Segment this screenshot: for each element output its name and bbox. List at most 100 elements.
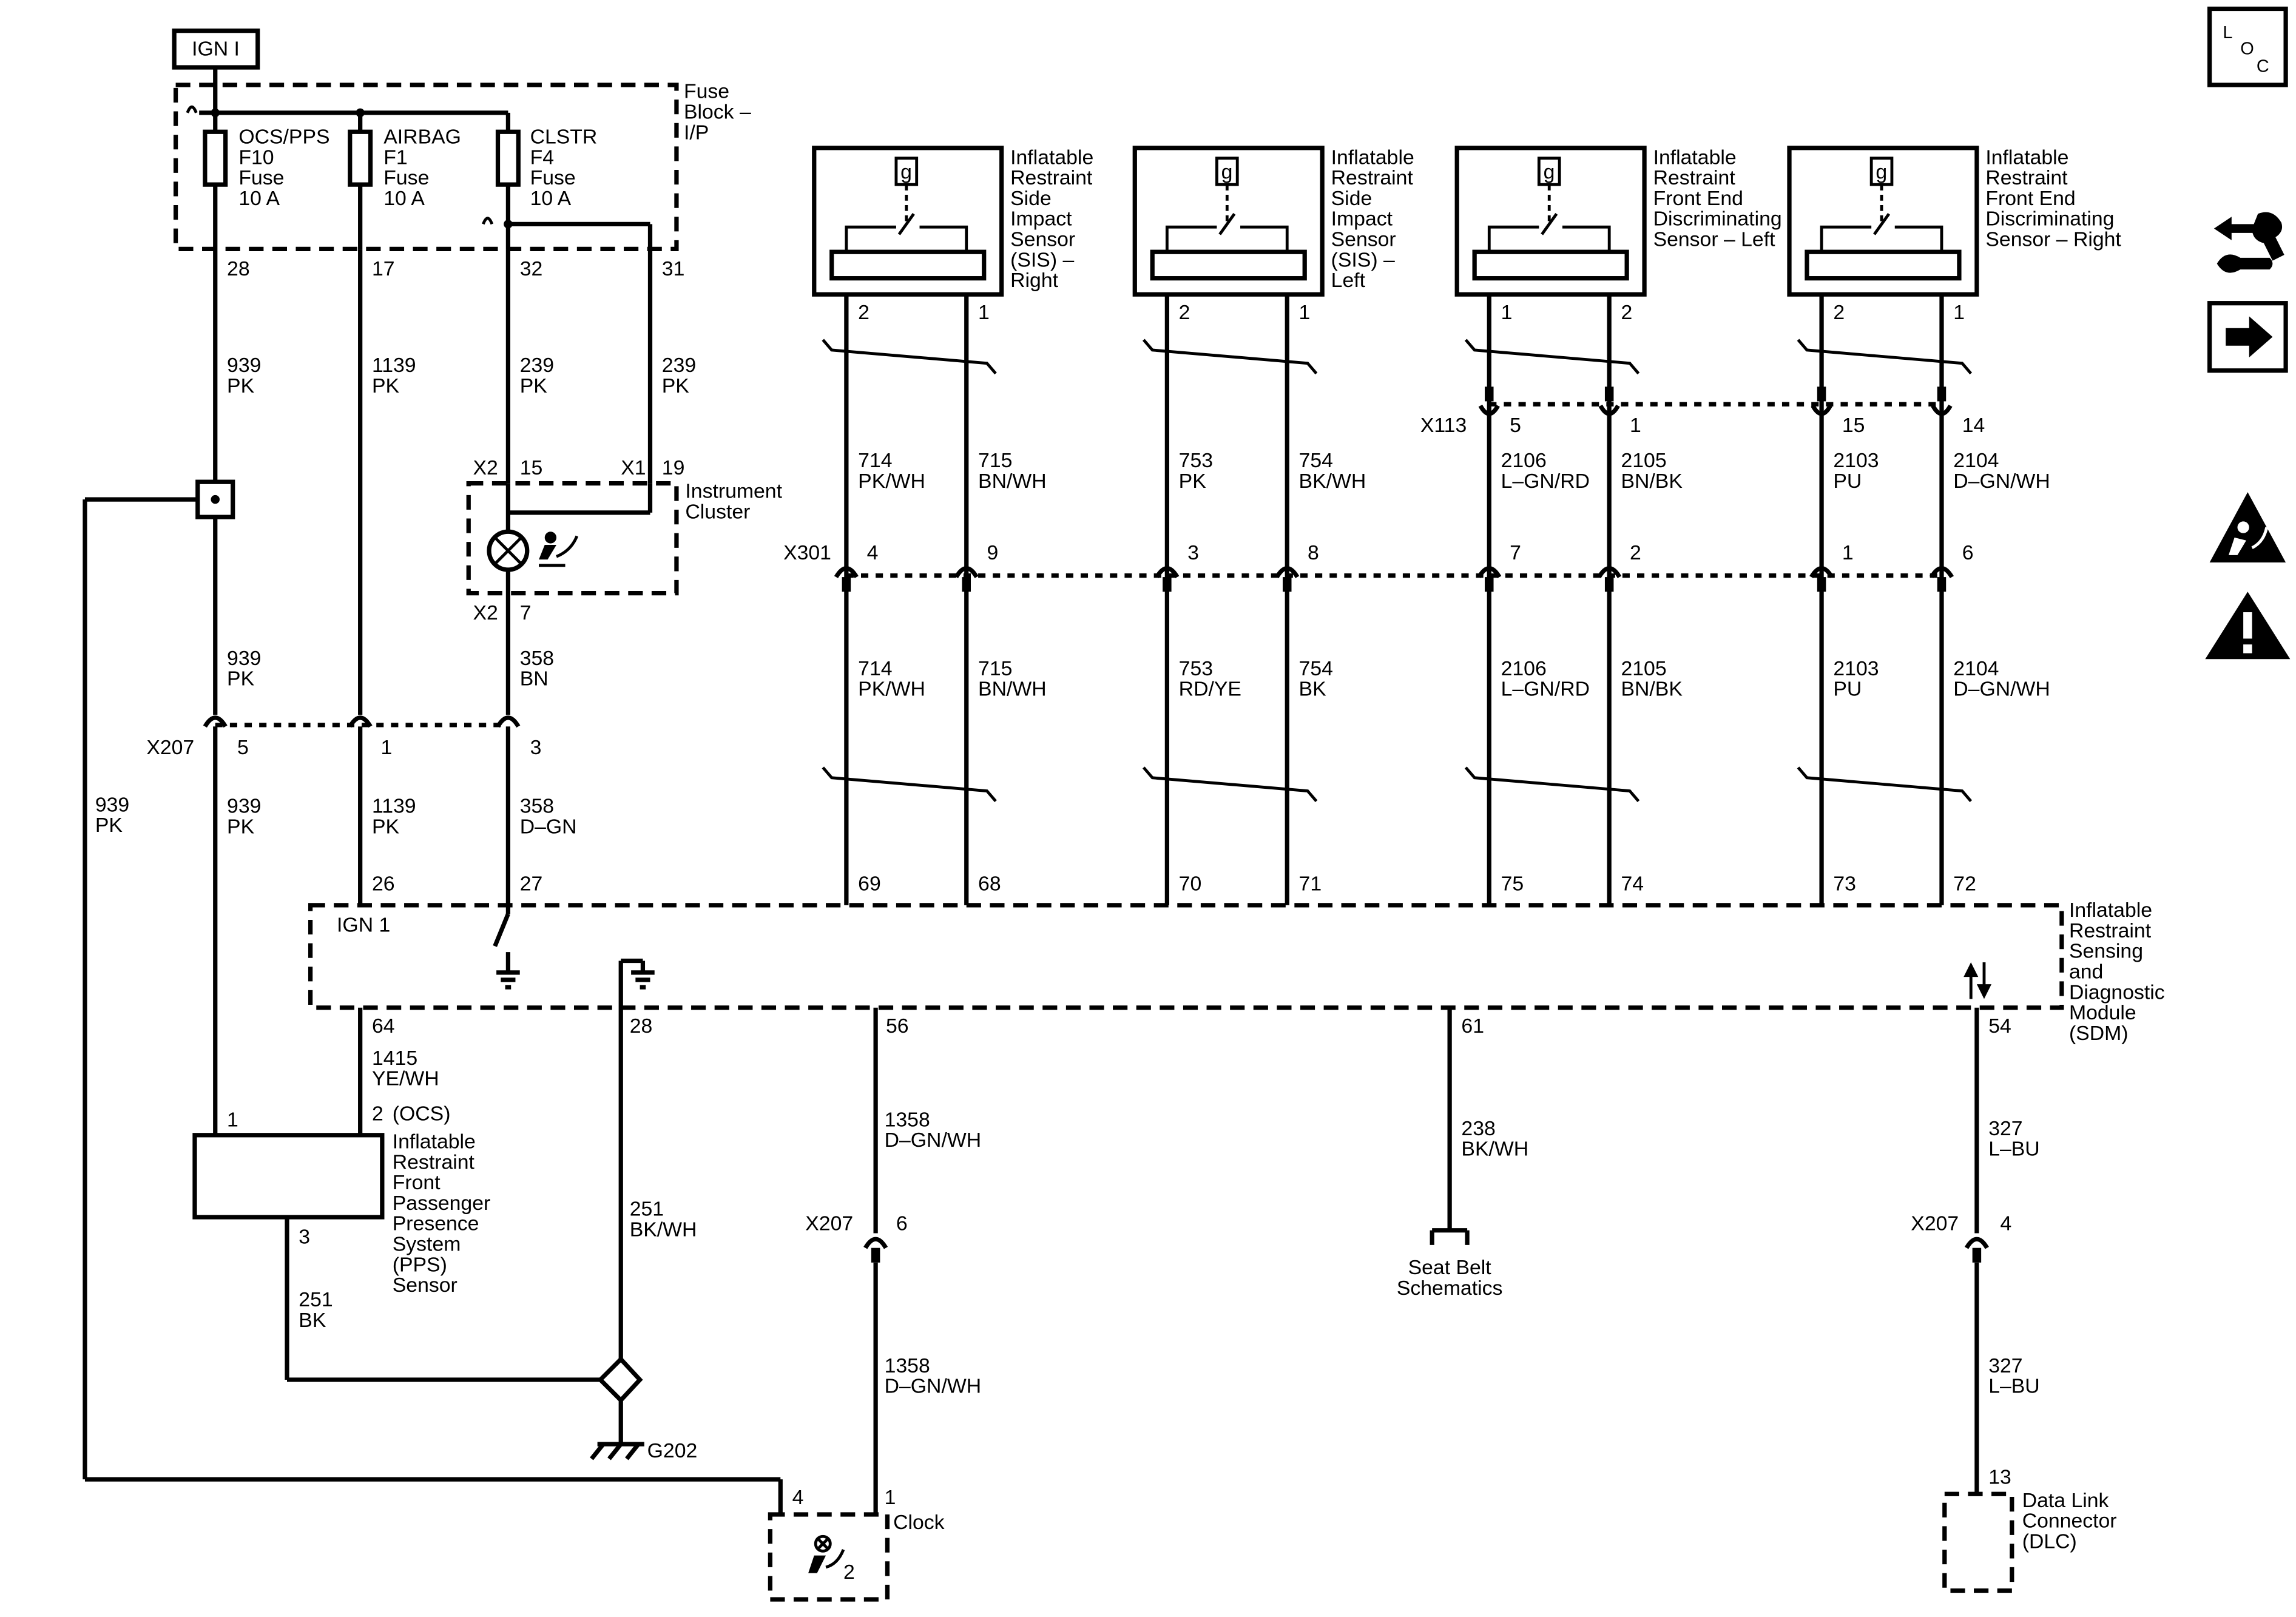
loc-icon[interactable]: L O C (2207, 6, 2288, 87)
svg-text:Inflatable: Inflatable (2069, 899, 2152, 922)
svg-text:17: 17 (372, 257, 395, 280)
svg-text:g: g (1876, 160, 1887, 183)
svg-text:27: 27 (520, 873, 543, 896)
svg-text:6: 6 (896, 1212, 908, 1235)
svg-text:YE/WH: YE/WH (372, 1067, 439, 1090)
svg-text:Instrument: Instrument (685, 480, 782, 503)
svg-text:2103: 2103 (1833, 449, 1879, 472)
svg-text:Passenger: Passenger (393, 1192, 490, 1215)
svg-text:PK: PK (227, 374, 255, 397)
svg-text:72: 72 (1953, 873, 1976, 896)
svg-text:Front End: Front End (1653, 187, 1743, 210)
svg-text:239: 239 (662, 354, 696, 377)
ground-g202: 251 BK/WH G202 (590, 1198, 698, 1462)
svg-text:Side: Side (1010, 187, 1052, 210)
svg-text:2106: 2106 (1501, 657, 1547, 680)
svg-text:BN: BN (520, 667, 549, 690)
svg-text:IGN 1: IGN 1 (337, 913, 390, 936)
svg-text:G202: G202 (647, 1439, 698, 1462)
svg-text:RD/YE: RD/YE (1179, 678, 1241, 701)
connector-tools-icon[interactable] (2213, 212, 2284, 273)
upper-wire-labels: 939 PK (227, 647, 261, 690)
svg-text:Schematics: Schematics (1397, 1277, 1503, 1300)
svg-text:10 A: 10 A (238, 187, 280, 210)
svg-text:(SDM): (SDM) (2069, 1022, 2129, 1045)
svg-text:7: 7 (520, 601, 532, 624)
svg-text:6: 6 (1962, 541, 1974, 564)
sis-left-sensor: g Inflatable Restraint Side Impact Senso… (1132, 146, 1414, 905)
svg-text:X207: X207 (1911, 1212, 1959, 1235)
svg-text:10 A: 10 A (383, 187, 425, 210)
svg-text:14: 14 (1962, 414, 1985, 437)
svg-text:Restraint: Restraint (1985, 166, 2068, 189)
svg-text:Impact: Impact (1010, 208, 1072, 231)
svg-text:CLSTR: CLSTR (530, 126, 598, 149)
svg-text:1: 1 (885, 1486, 896, 1509)
svg-text:251: 251 (630, 1198, 664, 1221)
svg-text:2105: 2105 (1621, 449, 1666, 472)
airbag-lamp-icon (487, 529, 530, 572)
svg-text:PK: PK (372, 374, 400, 397)
svg-text:1: 1 (227, 1108, 238, 1131)
svg-text:BK/WH: BK/WH (630, 1218, 697, 1241)
svg-text:70: 70 (1179, 873, 1202, 896)
svg-text:Fuse: Fuse (238, 166, 284, 189)
svg-text:L: L (2223, 23, 2232, 42)
svg-text:1415: 1415 (372, 1047, 417, 1070)
svg-text:PK: PK (520, 374, 548, 397)
svg-text:Restraint: Restraint (1010, 166, 1093, 189)
svg-text:OCS/PPS: OCS/PPS (238, 126, 329, 149)
svg-text:Inflatable: Inflatable (393, 1130, 476, 1153)
x113-connector: X113 (1420, 387, 1953, 437)
svg-text:BN/BK: BN/BK (1621, 470, 1683, 493)
passenger-airbag-indicator-icon (808, 1534, 845, 1573)
dlc-circuit: 327 L–BU X207 4 327 L–BU 13 Data Link Co… (1911, 1007, 2117, 1593)
svg-text:714: 714 (858, 449, 892, 472)
svg-text:System: System (393, 1233, 461, 1256)
fuse-block: Fuse Block – I/P OCS/PPS F10 Fuse 10 A A… (173, 67, 751, 280)
svg-text:X207: X207 (146, 736, 194, 759)
svg-text:68: 68 (978, 873, 1001, 896)
svg-text:1: 1 (1501, 301, 1513, 324)
svg-text:4: 4 (2001, 1212, 2012, 1235)
svg-text:Inflatable: Inflatable (1010, 146, 1093, 169)
svg-text:4: 4 (867, 541, 879, 564)
svg-text:939: 939 (227, 354, 261, 377)
svg-text:238: 238 (1461, 1117, 1495, 1140)
arrow-right-icon[interactable] (2207, 301, 2288, 373)
svg-text:(SIS) –: (SIS) – (1010, 248, 1074, 271)
svg-text:O: O (2240, 39, 2254, 58)
svg-text:Block –: Block – (684, 101, 751, 124)
svg-text:71: 71 (1299, 873, 1322, 896)
svg-text:PK/WH: PK/WH (858, 678, 925, 701)
svg-text:358: 358 (520, 795, 554, 818)
svg-text:BN/BK: BN/BK (1621, 678, 1683, 701)
svg-text:AIRBAG: AIRBAG (383, 126, 461, 149)
svg-text:PK/WH: PK/WH (858, 470, 925, 493)
svg-text:g: g (900, 160, 912, 183)
svg-text:1139: 1139 (372, 354, 416, 377)
svg-text:Inflatable: Inflatable (1985, 146, 2068, 169)
svg-text:Discriminating: Discriminating (1985, 208, 2114, 231)
svg-text:(SIS) –: (SIS) – (1331, 248, 1395, 271)
svg-text:PK: PK (372, 815, 400, 839)
svg-text:939: 939 (95, 793, 129, 816)
svg-text:26: 26 (372, 873, 395, 896)
svg-text:D–GN/WH: D–GN/WH (885, 1129, 982, 1152)
svg-text:1: 1 (1842, 541, 1854, 564)
svg-text:1: 1 (1953, 301, 1965, 324)
svg-text:Sensing: Sensing (2069, 940, 2143, 963)
svg-text:5: 5 (1510, 414, 1521, 437)
svg-text:F1: F1 (383, 146, 407, 169)
svg-text:4: 4 (792, 1486, 804, 1509)
svg-text:Inflatable: Inflatable (1331, 146, 1414, 169)
svg-text:Restraint: Restraint (2069, 919, 2152, 942)
svg-text:Restraint: Restraint (1331, 166, 1414, 189)
svg-text:9: 9 (987, 541, 999, 564)
airbag-deploy-warning-icon (2209, 492, 2286, 562)
svg-text:2: 2 (843, 1561, 855, 1584)
svg-text:2103: 2103 (1833, 657, 1879, 680)
svg-text:C: C (2257, 56, 2269, 76)
seatbelt-link: 238 BK/WH Seat Belt Schematics (1397, 1007, 1528, 1300)
